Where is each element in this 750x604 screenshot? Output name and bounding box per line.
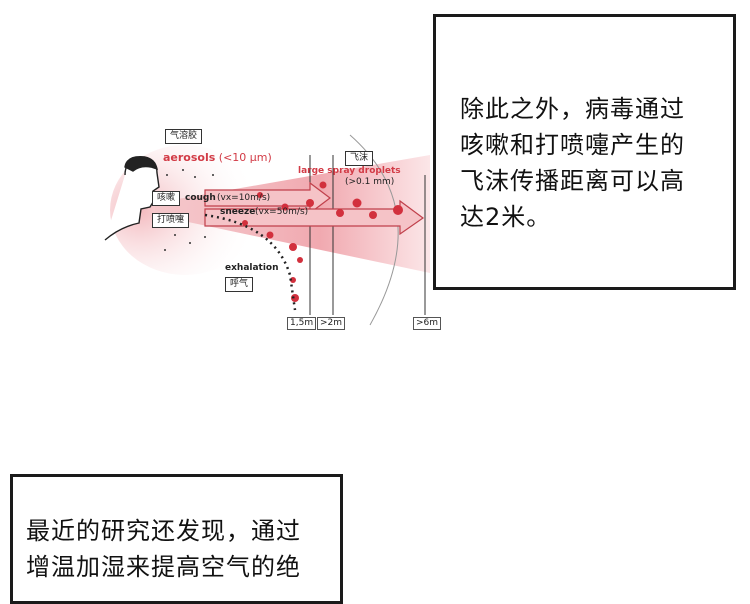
caption-top-line-1: 除此之外，病毒通过 [460,95,685,123]
caption-bottom-text: 最近的研究还发现，通过 增温加湿来提高空气的绝 [26,513,301,585]
distance-1-5m: 1,5m [287,317,317,330]
exhalation-en-label: exhalation [225,263,279,273]
caption-bottom-line-2: 增温加湿来提高空气的绝 [26,553,301,581]
caption-top-text: 除此之外，病毒通过 咳嗽和打喷嚏产生的 飞沫传播距离可以高 达2米。 [460,91,685,235]
caption-box-bottom: 最近的研究还发现，通过 增温加湿来提高空气的绝 [10,474,343,604]
sneeze-speed-label: (vx=50m/s) [255,207,309,217]
sneeze-en-label: sneeze [220,207,256,217]
droplet-dots [242,181,403,302]
aerosol-specks [164,169,214,251]
caption-top-line-2: 咳嗽和打喷嚏产生的 [460,131,685,159]
caption-top-line-4: 达2米。 [460,203,552,231]
aerosol-size-label: (<10 μm) [218,151,272,164]
droplet-cn-label: 飞沫 [345,151,374,166]
caption-bottom-line-1: 最近的研究还发现，通过 [26,517,301,545]
cough-speed-label: (vx=10m/s) [217,193,271,203]
cough-arrow [204,181,331,215]
aerosol-label: aerosols (<10 μm) [163,151,272,164]
droplet-size-label: (>0.1 mm) [345,177,395,187]
sneeze-cn-label: 打喷嚏 [152,213,190,228]
distance-6m: >6m [413,317,442,330]
diagram-graphics [104,134,430,326]
caption-top-line-3: 飞沫传播距离可以高 [460,167,685,195]
distance-2m: >2m [317,317,346,330]
caption-box-top: 除此之外，病毒通过 咳嗽和打喷嚏产生的 飞沫传播距离可以高 达2米。 [433,14,736,290]
cough-cn-label: 咳嗽 [152,191,181,206]
cough-en-label: cough [185,193,216,203]
aerosol-cn-label: 气溶胶 [165,129,203,144]
droplet-en-label: large spray droplets [298,166,401,176]
person-figure [104,156,160,241]
transmission-diagram: 气溶胶 aerosols (<10 μm) 飞沫 large spray dro… [95,115,455,335]
exhalation-cn-label: 呼气 [225,277,254,292]
aerosol-en-label: aerosols [163,151,216,164]
